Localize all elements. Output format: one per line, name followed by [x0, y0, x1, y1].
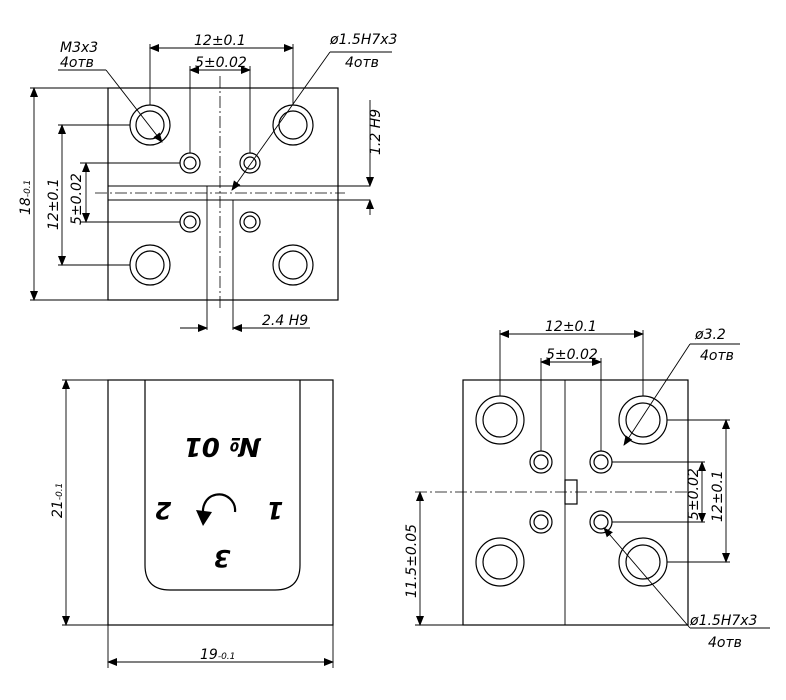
- marking-2: 2: [155, 496, 172, 524]
- hole-tl: [475, 395, 525, 445]
- marking-1: 1: [267, 496, 284, 524]
- pin-hole-b-tl: [529, 450, 553, 474]
- marking-3: 3: [214, 544, 231, 572]
- dim-b-5v: 5±0.02: [686, 468, 702, 520]
- pin-hole-tl: [179, 152, 201, 174]
- threaded-hole-bl: [129, 244, 171, 286]
- note-hole-qty: 4отв: [700, 348, 734, 364]
- dim-b-115: 11.5±0.05: [404, 524, 420, 598]
- dim-19: 19-0.1: [200, 647, 235, 663]
- note-b-pin: ø1.5H7x3: [689, 613, 757, 629]
- dim-18: 18-0.1: [18, 180, 34, 215]
- pin-hole-b-tr: [589, 450, 613, 474]
- marking-number: № 01: [184, 431, 262, 461]
- hole-tr: [618, 395, 668, 445]
- note-thread-qty: 4отв: [60, 55, 94, 71]
- dim-slot-w: 1.2 H9: [368, 109, 384, 155]
- hole-br: [618, 537, 668, 587]
- pin-hole-bl: [179, 211, 201, 233]
- note-pin: ø1.5H7x3: [329, 32, 397, 48]
- dim-b-5: 5±0.02: [546, 347, 598, 363]
- dim-b-12v: 12±0.1: [710, 470, 726, 522]
- note-b-pin-qty: 4отв: [708, 635, 742, 651]
- bottom-view: 12±0.1 5±0.02 ø3.2 4отв 5±0.02 12±0.1 11…: [404, 319, 770, 651]
- pin-hole-tr: [239, 152, 261, 174]
- bottom-view-outline: [462, 379, 689, 626]
- front-view-outline: [107, 379, 334, 626]
- top-view-outline: [107, 87, 339, 301]
- front-pocket: [144, 380, 301, 591]
- top-view: 12±0.1 5±0.02 M3x3 4отв ø1.5H7x3 4отв 18…: [18, 32, 397, 332]
- hole-bl: [475, 537, 525, 587]
- dim-21: 21-0.1: [50, 483, 66, 518]
- pin-hole-b-bl: [529, 510, 553, 534]
- threaded-hole-br: [272, 244, 314, 286]
- note-hole: ø3.2: [694, 327, 726, 343]
- pin-hole-br: [239, 211, 261, 233]
- threaded-hole-tr: [272, 104, 314, 146]
- dim-12-top: 12±0.1: [194, 33, 246, 49]
- dim-12-v: 12±0.1: [46, 178, 62, 230]
- note-thread: M3x3: [60, 40, 98, 56]
- rotation-arrow-icon: [196, 493, 237, 526]
- dim-5-top: 5±0.02: [195, 55, 247, 71]
- slot-vertical: [206, 186, 234, 330]
- threaded-hole-tl: [129, 104, 171, 146]
- note-pin-qty: 4отв: [345, 55, 379, 71]
- dim-slot-h: 2.4 H9: [262, 313, 308, 329]
- pin-hole-b-br: [589, 510, 613, 534]
- dim-b-12: 12±0.1: [545, 319, 597, 335]
- dim-5-v: 5±0.02: [69, 173, 85, 225]
- front-view: № 01 2 1 3 21-0.1 19-0.1: [50, 379, 334, 668]
